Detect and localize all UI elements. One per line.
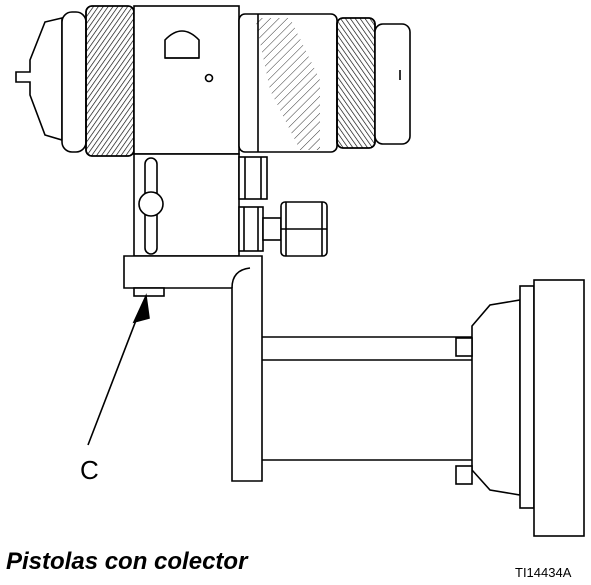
callout-label-c: C [80,455,99,485]
manifold-block [133,153,240,257]
gun-body [133,5,240,155]
fitting-lower [238,201,328,257]
fitting-upper [238,156,268,200]
figure-caption: Pistolas con colector [6,548,248,575]
figure-id: TI14434A [515,565,572,580]
front-knurled-ring [61,5,135,157]
nozzle-tip [15,16,63,142]
mounting-plate [455,279,585,537]
callout-leader [87,293,150,446]
mounting-arm [262,336,472,461]
rear-knurled-ring [336,17,411,149]
mounting-bracket [123,255,263,482]
rear-cylinder [238,13,338,153]
